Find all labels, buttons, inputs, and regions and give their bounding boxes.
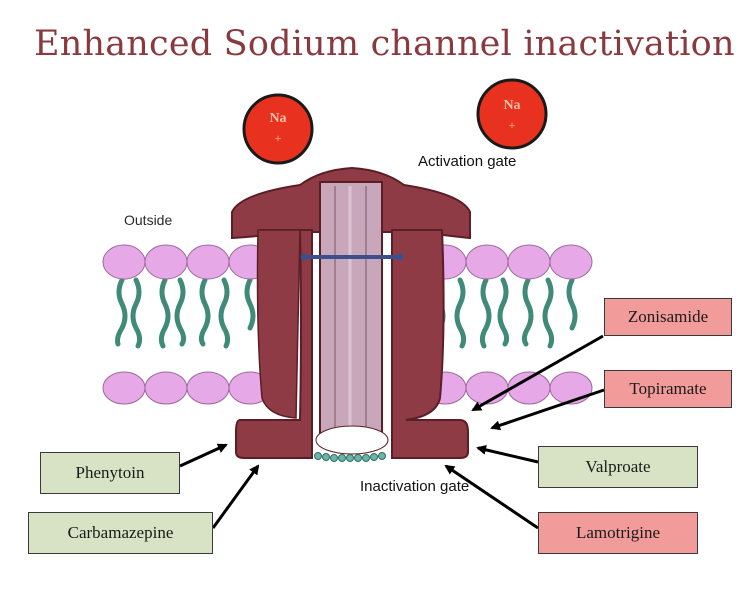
lipid-heads-right-top	[423, 244, 593, 280]
membrane-left	[102, 244, 272, 405]
activation-gate-label: Activation gate	[418, 153, 516, 170]
arrow-zonisamide	[471, 334, 604, 412]
drug-box-valproate: Valproate	[538, 446, 698, 488]
lipid-tails-left	[115, 277, 256, 349]
arrows	[179, 334, 605, 530]
inactivation-gate-label: Inactivation gate	[360, 478, 469, 495]
lipid-tails-right	[433, 277, 578, 349]
drug-box-lamotrigine: Lamotrigine	[538, 512, 698, 554]
arrow-phenytoin	[179, 443, 228, 468]
channel-right-pillar	[391, 229, 469, 459]
arrow-lamotrigine	[444, 464, 539, 530]
sodium-ion-left: Na +	[242, 93, 314, 165]
lipid-heads-left-top	[102, 244, 272, 280]
sodium-ion-right: Na +	[476, 78, 548, 150]
sodium-channel	[231, 166, 471, 462]
membrane-right	[423, 244, 593, 405]
arrow-topiramate	[490, 388, 605, 431]
inactivation-gate-beads	[314, 452, 386, 462]
svg-text:Na: Na	[503, 98, 520, 113]
lipid-heads-right-bottom	[423, 371, 593, 405]
drug-box-carbamazepine: Carbamazepine	[28, 512, 213, 554]
channel-left-column	[256, 229, 301, 419]
arrow-valproate	[476, 444, 539, 464]
svg-text:Na: Na	[269, 111, 286, 126]
svg-text:+: +	[275, 131, 282, 145]
outside-label: Outside	[124, 212, 172, 228]
arrow-carbamazepine	[211, 464, 260, 529]
channel-left-pillar	[235, 229, 313, 459]
lipid-heads-left-bottom	[102, 371, 272, 405]
drug-box-topiramate: Topiramate	[604, 370, 732, 408]
drug-box-phenytoin: Phenytoin	[40, 452, 180, 494]
svg-text:+: +	[509, 118, 516, 132]
page-title: Enhanced Sodium channel inactivation	[34, 24, 735, 64]
pore-opening	[315, 425, 389, 455]
drug-box-zonisamide: Zonisamide	[604, 298, 732, 336]
